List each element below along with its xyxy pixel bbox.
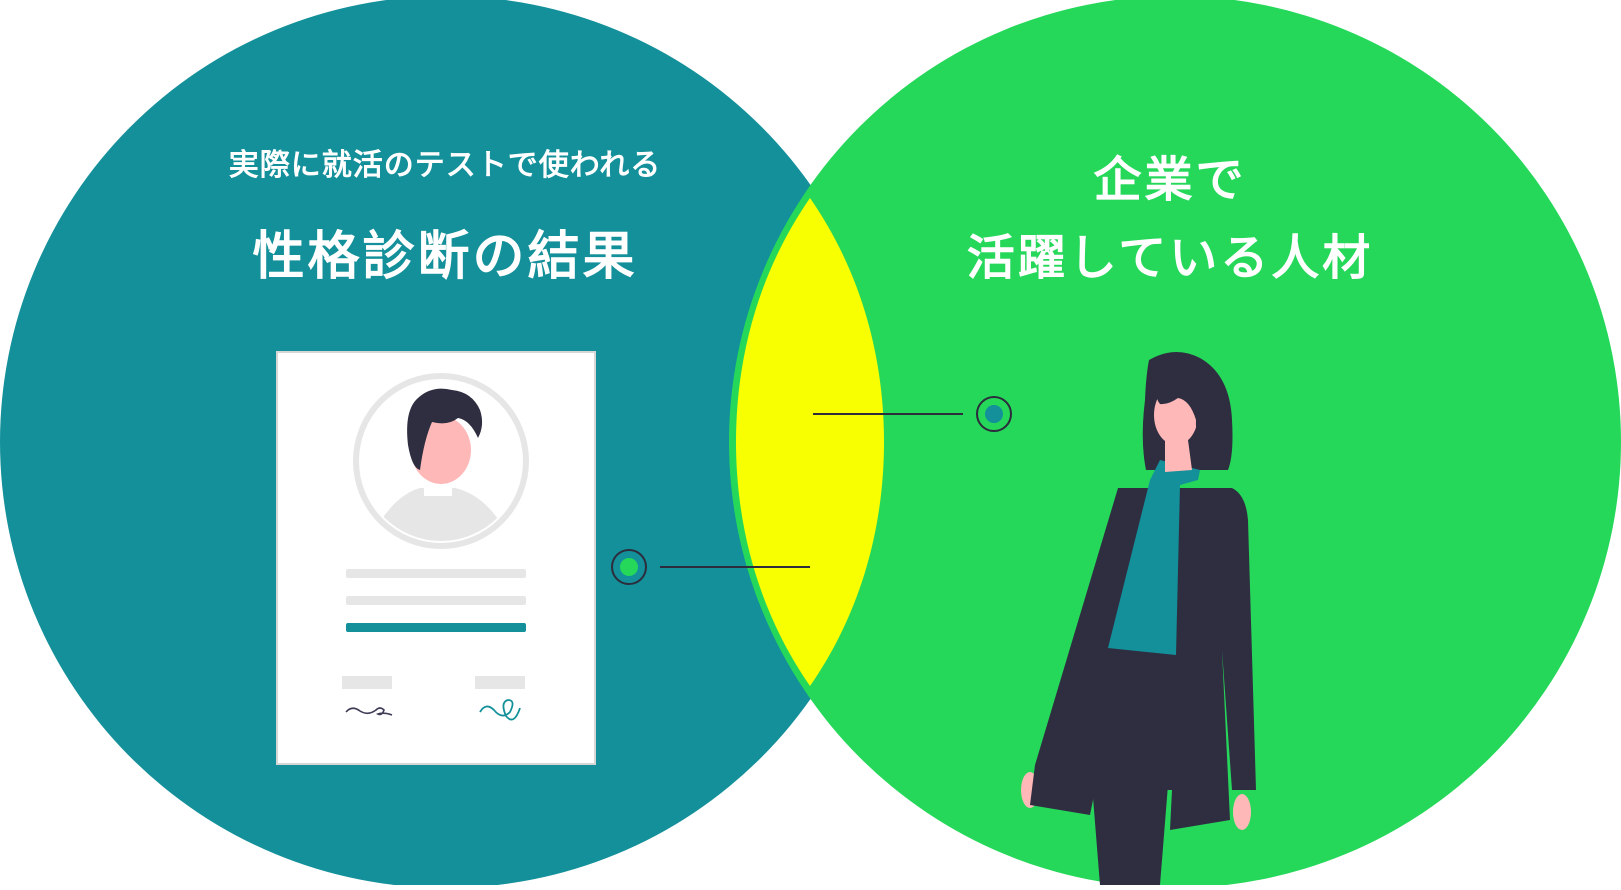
card-line-2 — [346, 596, 526, 605]
card-line-1 — [346, 569, 526, 578]
marker-left-icon — [611, 549, 647, 585]
profile-card — [276, 351, 596, 765]
connector-left — [611, 549, 810, 585]
card-line-3 — [346, 623, 526, 632]
avatar-icon — [353, 373, 529, 549]
connector-right — [813, 396, 1012, 432]
overlap-region — [736, 198, 884, 686]
left-title: 性格診断の結果 — [252, 227, 638, 287]
woman-standing-illustration — [1021, 351, 1256, 885]
left-subtitle: 実際に就活のテストで使われる — [228, 148, 662, 183]
marker-right-icon — [976, 396, 1012, 432]
card-label-left — [342, 676, 392, 689]
card-label-right — [475, 676, 525, 689]
signature-left-icon — [345, 707, 393, 716]
right-title-line2: 活躍している人材 — [966, 230, 1374, 286]
right-title-line1: 企業で — [1093, 152, 1247, 208]
signature-right-icon — [479, 699, 521, 721]
